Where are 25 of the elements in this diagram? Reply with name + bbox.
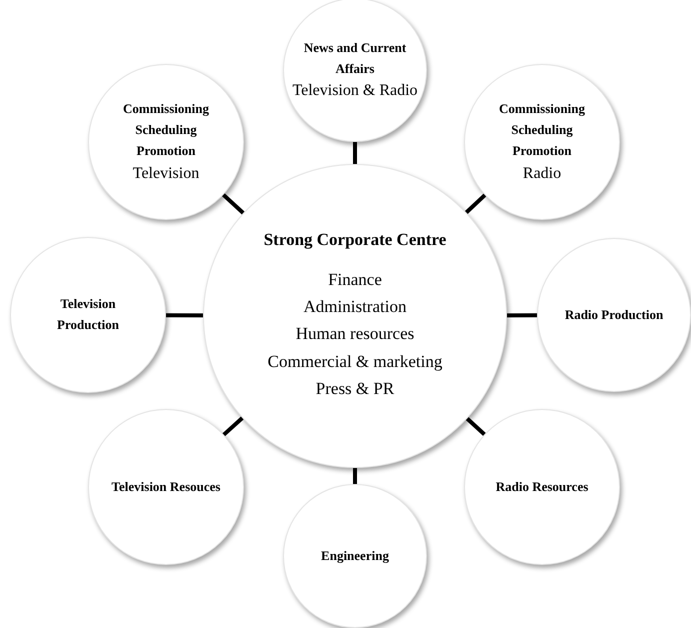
node-text: Administration xyxy=(304,296,406,318)
node-text: Human resources xyxy=(296,323,414,346)
node-heading: Strong Corporate Centre xyxy=(264,230,446,250)
connector-line xyxy=(222,193,245,214)
connector-line xyxy=(507,313,537,318)
node-heading: Television Production xyxy=(56,295,120,334)
node-text: Television & Radio xyxy=(292,81,418,102)
connector-line xyxy=(353,468,357,484)
connector-line xyxy=(166,313,203,318)
node-heading: Commissioning Scheduling Promotion xyxy=(498,100,586,160)
node-heading: Commissioning Scheduling Promotion xyxy=(122,100,210,160)
node-heading: Radio Production xyxy=(564,306,664,324)
node-text: Radio xyxy=(522,164,562,184)
node-text: Commercial & marketing xyxy=(268,350,442,373)
node-text: Press & PR xyxy=(316,378,394,400)
node-heading: News and Current Affairs xyxy=(302,38,408,78)
connector-line xyxy=(222,416,244,436)
node-text: Finance xyxy=(328,269,382,292)
connector-line xyxy=(353,142,357,164)
node-heading: Television Resouces xyxy=(110,478,222,496)
node-heading: Engineering xyxy=(320,546,390,565)
connector-line xyxy=(466,417,486,436)
connector-line xyxy=(464,194,486,214)
node-text: Television xyxy=(132,164,200,184)
node-heading: Radio Resources xyxy=(494,478,590,496)
